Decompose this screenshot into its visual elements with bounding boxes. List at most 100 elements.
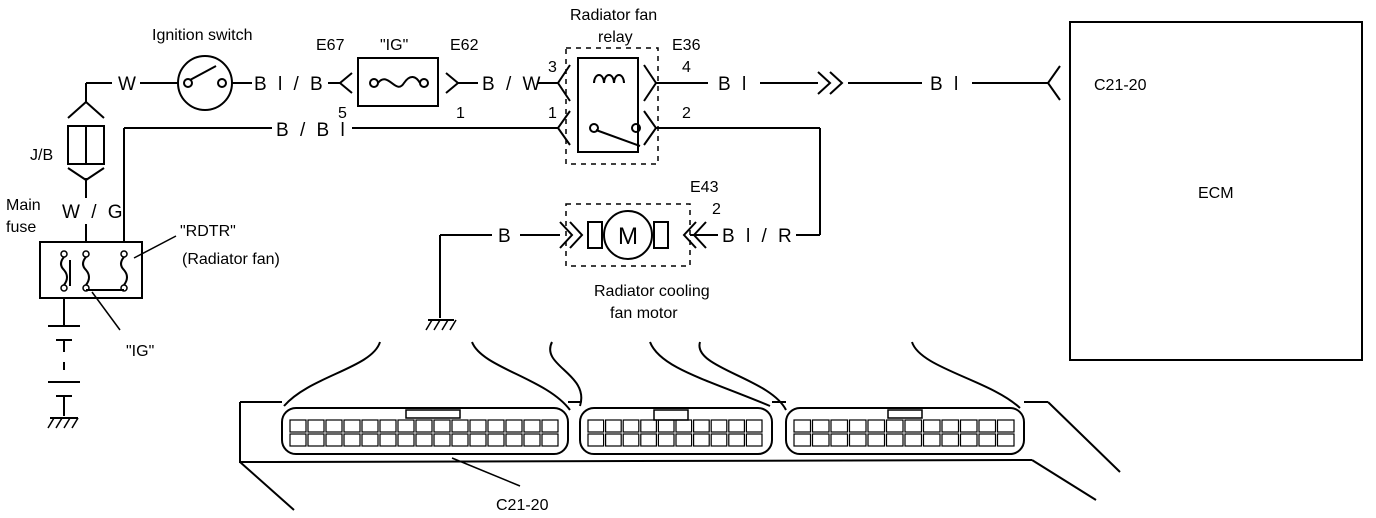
wire-w-g: W / G — [62, 202, 126, 223]
label-pin-1-fuse: 1 — [456, 105, 465, 122]
connector-pin-cell — [343, 419, 361, 433]
diagram-labels: Ignition switch E67 "IG" E62 Radiator fa… — [6, 7, 1234, 514]
label-ig-main: "IG" — [126, 343, 154, 360]
ig-fuse — [357, 57, 439, 107]
connector-pin-cell — [433, 433, 451, 447]
main-fuse-box — [39, 235, 177, 331]
label-e36: E36 — [672, 37, 701, 54]
connector-pin-cell — [451, 419, 469, 433]
connector-pin-cell — [415, 433, 433, 447]
wire-bl-r: B l / R — [722, 226, 795, 247]
connector-pin-cell — [505, 419, 523, 433]
connector-pin-cell — [397, 419, 415, 433]
label-motor-line1: Radiator cooling — [594, 283, 710, 300]
ecm-connector-illustration — [239, 341, 1121, 511]
connector-pin-cell — [867, 419, 886, 433]
label-e43: E43 — [690, 179, 719, 196]
connector-pin-cell — [959, 433, 978, 447]
connector-marks — [338, 64, 1061, 249]
connector-pin-cell — [469, 433, 487, 447]
label-rdtr-line1: "RDTR" — [180, 223, 236, 240]
label-e62: E62 — [450, 37, 479, 54]
connector-pin-cell — [830, 419, 849, 433]
label-main-fuse-line2: fuse — [6, 219, 36, 236]
connector-pin-cell — [941, 433, 960, 447]
label-e67: E67 — [316, 37, 345, 54]
connector-pin-cell — [657, 419, 675, 433]
battery-symbol — [48, 325, 80, 416]
connector-pin-cell — [922, 433, 941, 447]
ground-symbol-motor — [425, 319, 457, 331]
connector-pin-cell — [622, 433, 640, 447]
ecm-box — [1069, 21, 1363, 361]
radiator-fan-relay — [565, 47, 659, 165]
connector-pin-cell — [811, 419, 830, 433]
connector-pin-cell — [397, 433, 415, 447]
connector-pin-cell — [996, 433, 1015, 447]
label-c21-ecm: C21-20 — [1094, 77, 1147, 94]
connector-pin-cell — [587, 419, 605, 433]
label-pin-2-relay: 2 — [682, 105, 691, 122]
label-pin-3: 3 — [548, 59, 557, 76]
connector-pin-cell — [830, 433, 849, 447]
connector-pin-cell — [433, 419, 451, 433]
label-relay-line1: Radiator fan — [570, 7, 657, 24]
connector-pin-cell — [978, 419, 997, 433]
connector-pin-cell — [587, 433, 605, 447]
connector-pin-cell — [657, 433, 675, 447]
connector-pin-cell — [343, 433, 361, 447]
connector-pin-cell — [867, 433, 886, 447]
connector-pin-cell — [640, 419, 657, 433]
connector-pin-cell — [415, 419, 433, 433]
connector-pin-cell — [745, 419, 763, 433]
connector-pin-cell — [289, 433, 307, 447]
connector-pin-cell — [848, 433, 867, 447]
connector-pin-cell — [325, 419, 343, 433]
connector-pin-cell — [361, 419, 379, 433]
connector-pin-cell — [469, 419, 487, 433]
connector-pin-cell — [692, 419, 710, 433]
label-pin-5: 5 — [338, 105, 347, 122]
label-ignition-switch: Ignition switch — [152, 27, 253, 44]
label-main-fuse-line1: Main — [6, 197, 41, 214]
connector-pin-grids — [289, 419, 1015, 447]
connector-pin-cell — [451, 433, 469, 447]
connector-pin-cell — [904, 433, 923, 447]
connector-pin-cell — [675, 419, 693, 433]
connector-pin-cell — [728, 419, 745, 433]
connector-pin-cell — [541, 433, 559, 447]
label-jb: J/B — [30, 147, 53, 164]
connector-pin-cell — [793, 419, 812, 433]
connector-pin-cell — [941, 419, 960, 433]
connector-pin-cell — [885, 419, 904, 433]
wiring — [85, 82, 1048, 318]
connector-pin-cell — [675, 433, 693, 447]
wire-bl-ecm: B l — [930, 74, 961, 95]
connector-pin-cell — [307, 433, 325, 447]
connector-pin-cell — [604, 433, 622, 447]
connector-pin-cell — [505, 433, 523, 447]
connector-pin-cell — [523, 419, 541, 433]
label-ig-fuse: "IG" — [380, 37, 408, 54]
wire-w: W — [118, 74, 139, 95]
connector-pin-cell — [379, 433, 397, 447]
ground-symbol-battery — [47, 417, 79, 429]
connector-pin-cell — [604, 419, 622, 433]
connector-pin-cell — [622, 419, 640, 433]
connector-pin-cell — [692, 433, 710, 447]
label-motor-symbol: M — [618, 223, 638, 250]
connector-pin-cell — [922, 419, 941, 433]
label-pin-4: 4 — [682, 59, 691, 76]
connector-pin-cell — [379, 419, 397, 433]
connector-pin-cell — [640, 433, 657, 447]
connector-pin-cell — [885, 433, 904, 447]
wire-b-bl: B / B l — [276, 120, 348, 141]
junction-block-symbol — [67, 100, 105, 182]
connector-pin-cell — [325, 433, 343, 447]
label-c21-connector: C21-20 — [496, 497, 549, 514]
connector-pin-cell — [996, 419, 1015, 433]
wire-bl-relay: B l — [718, 74, 749, 95]
radiator-cooling-fan-motor — [565, 203, 691, 267]
label-ecm: ECM — [1198, 185, 1234, 202]
connector-pin-cell — [904, 419, 923, 433]
